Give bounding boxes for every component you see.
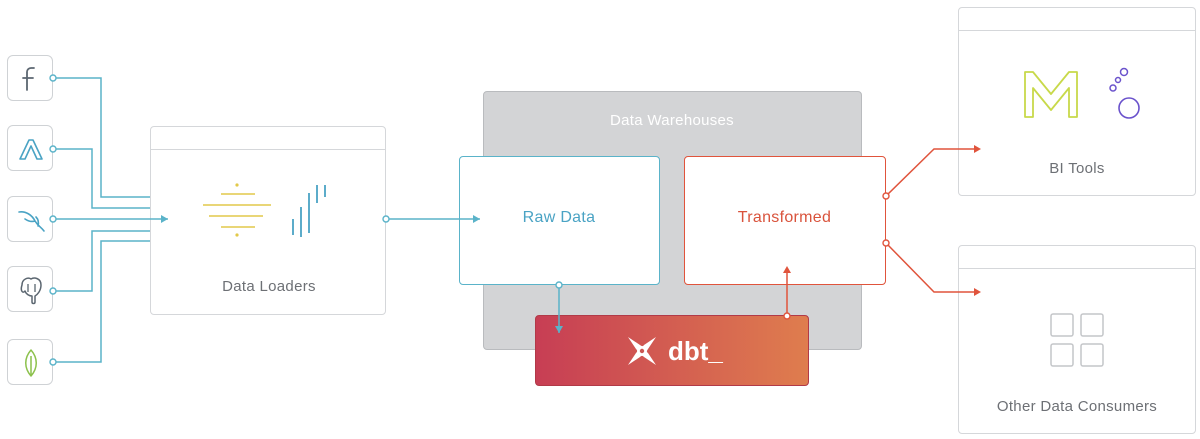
- other-consumers-panel: Other Data Consumers: [958, 245, 1196, 434]
- dbt-label: dbt_: [668, 336, 723, 366]
- google-ads-icon: [19, 139, 43, 160]
- transformed-label: Transformed: [737, 209, 832, 226]
- source-postgresql: [7, 266, 53, 312]
- data-loaders-label: Data Loaders: [222, 278, 316, 295]
- transformed-box: Transformed: [684, 156, 886, 285]
- loaders-logo-icon: [203, 183, 326, 237]
- raw-data-label: Raw Data: [522, 209, 596, 226]
- panel-topbar: [959, 246, 1195, 269]
- dbt-bar: dbt_: [535, 315, 809, 386]
- raw-data-box: Raw Data: [459, 156, 660, 285]
- other-consumers-label: Other Data Consumers: [996, 398, 1158, 415]
- panel-topbar: [959, 8, 1195, 31]
- source-mysql: [7, 196, 53, 242]
- postgresql-icon: [20, 277, 42, 305]
- source-facebook: [7, 55, 53, 101]
- periscope-logo-icon: [1109, 67, 1140, 119]
- panel-topbar: [151, 127, 385, 150]
- dbt-logo-icon: [628, 337, 656, 365]
- grid-icon: [1050, 313, 1104, 367]
- source-mongodb: [7, 339, 53, 385]
- mongodb-icon: [25, 349, 37, 377]
- data-warehouses-title: Data Warehouses: [609, 112, 734, 129]
- bi-tools-label: BI Tools: [1049, 160, 1105, 177]
- facebook-icon: [22, 67, 35, 91]
- data-loaders-panel: Data Loaders: [150, 126, 386, 315]
- mode-logo-icon: [1024, 71, 1078, 118]
- mysql-icon: [18, 211, 45, 232]
- bi-tools-panel: BI Tools: [958, 7, 1196, 196]
